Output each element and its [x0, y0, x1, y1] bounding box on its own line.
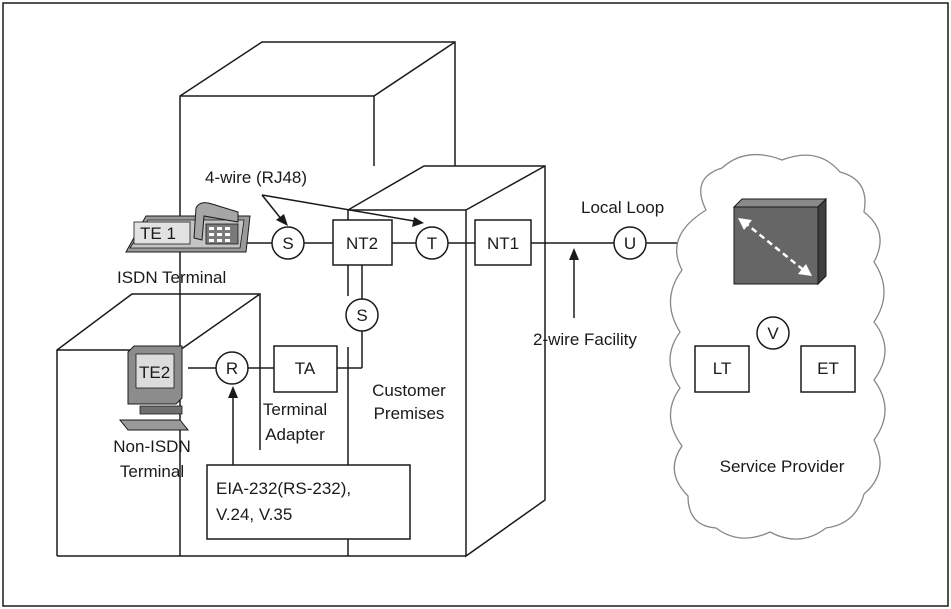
ta-label: TA — [295, 359, 316, 378]
local-loop-label: Local Loop — [581, 198, 664, 217]
eia-line-1: EIA-232(RS-232), — [216, 479, 351, 498]
ref-point-u: U — [613, 226, 647, 260]
eia-line-2: V.24, V.35 — [216, 505, 292, 524]
switch-icon — [732, 197, 828, 286]
ref-point-label: R — [226, 359, 238, 378]
two-wire-label: 2-wire Facility — [533, 330, 637, 349]
non-isdn-label-line-1: Non-ISDN — [113, 437, 190, 456]
annotation-arrows — [228, 194, 579, 468]
customer-premises-line-1: Customer — [372, 381, 446, 400]
four-wire-label: 4-wire (RJ48) — [205, 168, 307, 187]
te2-label: TE2 — [139, 363, 170, 382]
ref-point-label: U — [624, 234, 636, 253]
service-provider-label: Service Provider — [720, 457, 845, 476]
ref-point-label: V — [767, 324, 779, 343]
et-label: ET — [817, 359, 839, 378]
ta-box: TA — [273, 345, 338, 393]
ref-point-label: S — [282, 234, 293, 253]
ref-point-r: R — [215, 351, 249, 385]
nt1-box: NT1 — [474, 219, 532, 266]
ref-point-label: T — [427, 234, 437, 253]
te1-label: TE 1 — [140, 224, 176, 243]
ref-point-s-1: S — [271, 226, 305, 260]
ref-point-s-2: S — [345, 298, 379, 332]
terminal-adapter-line-2: Adapter — [265, 425, 325, 444]
non-isdn-label-line-2: Terminal — [120, 462, 184, 481]
lt-box: LT — [694, 345, 750, 393]
et-box: ET — [800, 345, 856, 393]
ref-point-t: T — [415, 226, 449, 260]
terminal-adapter-line-1: Terminal — [263, 400, 327, 419]
isdn-terminal-label: ISDN Terminal — [117, 268, 226, 287]
eia-box: EIA-232(RS-232), V.24, V.35 — [206, 464, 411, 540]
ref-point-v: V — [756, 316, 790, 350]
customer-premises-line-2: Premises — [374, 404, 445, 423]
nt1-label: NT1 — [487, 234, 519, 253]
nt2-box: NT2 — [332, 219, 393, 266]
isdn-telephone-icon: TE 1 — [125, 202, 251, 253]
lt-label: LT — [713, 359, 732, 378]
ref-point-label: S — [356, 306, 367, 325]
computer-terminal-icon: TE2 — [118, 345, 190, 431]
nt2-label: NT2 — [346, 234, 378, 253]
